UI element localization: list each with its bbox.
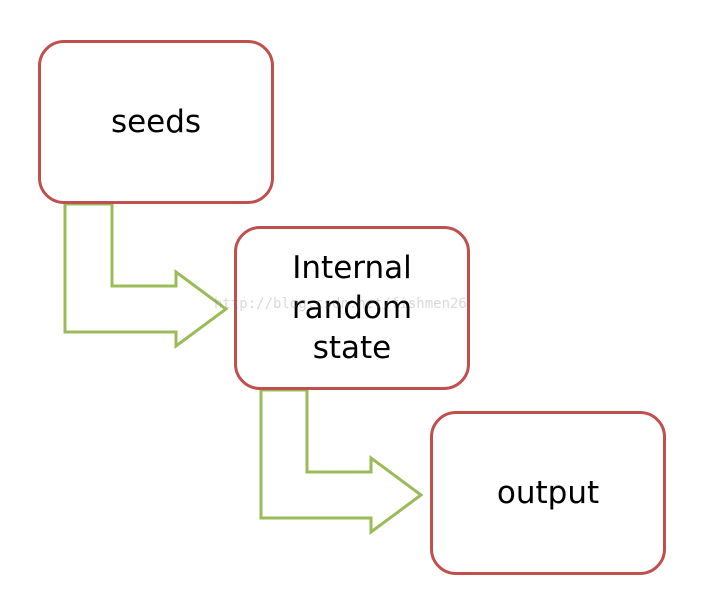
node-output: output xyxy=(430,411,666,575)
node-seeds-label: seeds xyxy=(110,104,202,140)
arrow-state-to-output xyxy=(259,388,424,535)
node-seeds: seeds xyxy=(38,40,274,204)
node-internal-random-state-label: Internal random state xyxy=(291,250,413,366)
node-output-label: output xyxy=(496,475,600,511)
arrow-seeds-to-state xyxy=(63,202,229,349)
node-internal-random-state: Internal random state xyxy=(234,226,470,390)
